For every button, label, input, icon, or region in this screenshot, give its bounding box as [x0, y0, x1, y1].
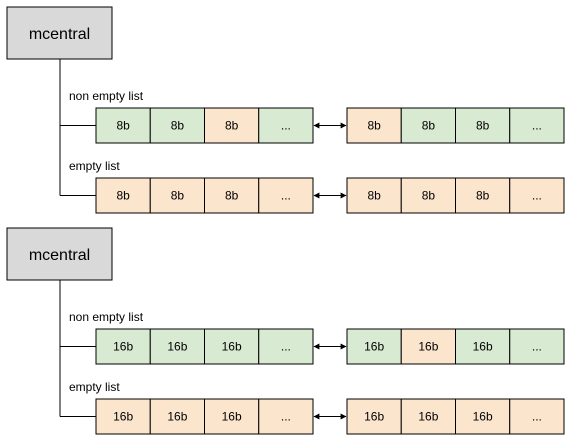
span-cell-label: 16b: [364, 410, 384, 424]
span-cell-label: 16b: [113, 410, 133, 424]
span-cell: [509, 398, 565, 435]
mcentral-box: [6, 227, 113, 281]
span-cell: [400, 398, 456, 435]
list-label: non empty list: [69, 310, 144, 324]
mcentral-box: [6, 6, 113, 60]
mcentral-label: mcentral: [29, 26, 90, 43]
span-cell: [149, 398, 205, 435]
span-cell-label: ...: [532, 340, 542, 354]
span-cell-label: 16b: [222, 410, 242, 424]
span-cell-label: ...: [281, 119, 291, 133]
span-cell-label: 8b: [171, 119, 185, 133]
span-cell-label: 16b: [167, 410, 187, 424]
span-cell-label: ...: [532, 410, 542, 424]
span-cell-label: 8b: [171, 189, 185, 203]
span-cell-label: ...: [281, 410, 291, 424]
span-cell: [258, 398, 314, 435]
span-cell: [455, 328, 511, 365]
span-cell-label: 16b: [473, 340, 493, 354]
span-cell-label: 8b: [476, 119, 490, 133]
span-cell: [400, 328, 456, 365]
span-cell-label: 16b: [364, 340, 384, 354]
span-cell-label: 16b: [113, 340, 133, 354]
span-cell: [258, 107, 314, 144]
span-cell-label: 8b: [116, 189, 130, 203]
span-cell: [204, 328, 260, 365]
span-cell-label: 16b: [418, 340, 438, 354]
span-cell: [346, 177, 402, 214]
span-cell: [400, 107, 456, 144]
span-cell: [149, 177, 205, 214]
span-cell: [95, 177, 151, 214]
span-cell-label: 16b: [222, 340, 242, 354]
span-cell-label: ...: [532, 119, 542, 133]
span-cell-label: 8b: [225, 119, 239, 133]
span-cell-label: 16b: [473, 410, 493, 424]
span-cell: [95, 328, 151, 365]
span-cell-label: ...: [281, 340, 291, 354]
list-label: empty list: [69, 159, 120, 173]
span-cell: [149, 328, 205, 365]
span-cell-label: 8b: [225, 189, 239, 203]
span-cell: [346, 107, 402, 144]
list-label: non empty list: [69, 89, 144, 103]
list-label: empty list: [69, 380, 120, 394]
span-cell: [258, 328, 314, 365]
span-cell: [95, 107, 151, 144]
span-cell: [346, 328, 402, 365]
span-cell: [149, 107, 205, 144]
span-cell: [455, 107, 511, 144]
span-cell-label: 8b: [476, 189, 490, 203]
span-cell-label: 8b: [422, 119, 436, 133]
span-cell: [95, 398, 151, 435]
span-cell-label: 8b: [367, 189, 381, 203]
span-cell-label: 16b: [418, 410, 438, 424]
span-cell-label: 16b: [167, 340, 187, 354]
span-cell: [258, 177, 314, 214]
span-cell: [509, 177, 565, 214]
span-cell-label: ...: [281, 189, 291, 203]
span-cell: [204, 177, 260, 214]
span-cell: [509, 328, 565, 365]
mcentral-label: mcentral: [29, 247, 90, 264]
span-cell: [455, 398, 511, 435]
span-cell-label: ...: [532, 189, 542, 203]
span-cell-label: 8b: [422, 189, 436, 203]
span-cell: [204, 107, 260, 144]
span-cell-label: 8b: [367, 119, 381, 133]
span-cell-label: 8b: [116, 119, 130, 133]
span-cell: [509, 107, 565, 144]
